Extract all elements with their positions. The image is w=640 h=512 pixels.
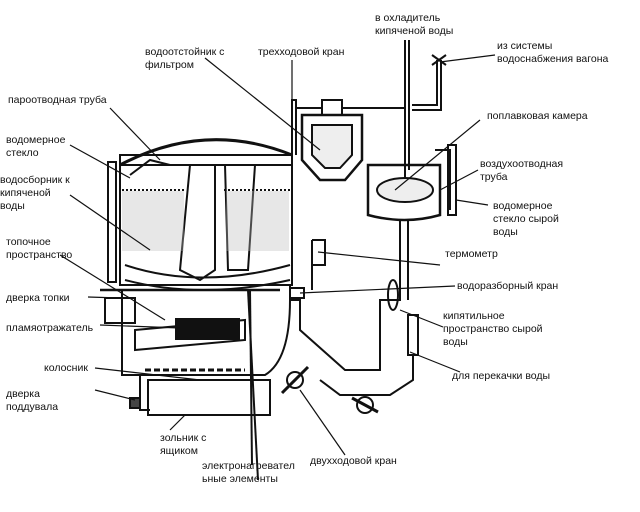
label-settler: водоотстойник с фильтром bbox=[145, 46, 225, 71]
label-air-vent-pipe: воздухоотводная труба bbox=[480, 158, 564, 183]
transfer-pipe bbox=[319, 355, 414, 396]
flame-reflector-block bbox=[175, 318, 240, 340]
label-raw-water-space: кипятильное пространство сырой воды bbox=[443, 310, 543, 348]
label-from-supply: из системы водоснабжения вагона bbox=[497, 40, 609, 65]
label-furnace-door: дверка топки bbox=[6, 292, 70, 304]
label-flame-reflector: пламяотражатель bbox=[6, 322, 94, 334]
label-grate: колосник bbox=[44, 362, 88, 374]
boiler-shell bbox=[119, 154, 293, 286]
label-float-chamber: поплавковая камера bbox=[487, 110, 588, 122]
two-way-valve-body bbox=[286, 371, 304, 389]
label-to-cooler: в охладитель кипяченой воды bbox=[375, 12, 454, 37]
label-water-transfer: для перекачки воды bbox=[452, 370, 551, 382]
water-jacket bbox=[124, 264, 291, 279]
furnace-door-panel bbox=[104, 297, 136, 324]
bottom-valve bbox=[356, 396, 374, 414]
flue-left bbox=[178, 164, 216, 282]
raw-water-pipe bbox=[290, 220, 401, 371]
label-raw-water-glass: водомерное стекло сырой воды bbox=[493, 200, 559, 238]
label-ash-door: дверка поддувала bbox=[6, 388, 59, 413]
label-water-glass: водомерное стекло bbox=[6, 134, 66, 159]
supply-valve bbox=[431, 54, 447, 66]
water-gauge-tube bbox=[107, 161, 117, 283]
label-thermometer: термометр bbox=[445, 248, 498, 260]
label-heater: электронагревател ьные элементы bbox=[202, 460, 295, 485]
raw-water-glass bbox=[447, 144, 457, 216]
label-boiled-water-tank: водосборник к кипяченой воды bbox=[0, 174, 70, 212]
label-ash-pit: зольник с ящиком bbox=[160, 432, 207, 457]
furnace-body bbox=[121, 285, 291, 376]
air-vent-pipe bbox=[435, 149, 451, 210]
settler-vessel bbox=[300, 113, 364, 182]
float-chamber bbox=[366, 163, 442, 222]
sight-glass bbox=[387, 279, 399, 311]
ash-box bbox=[147, 379, 271, 416]
supply-pipe bbox=[412, 60, 438, 106]
boiler-dome bbox=[119, 138, 293, 167]
label-drain-valve: водоразборный кран bbox=[457, 280, 559, 292]
label-three-way-valve: трехходовой кран bbox=[258, 46, 345, 58]
label-firebox: топочное пространство bbox=[6, 236, 73, 261]
flue-right bbox=[224, 164, 256, 271]
label-steam-pipe: пароотводная труба bbox=[8, 94, 107, 106]
label-two-way-valve: двухходовой кран bbox=[310, 455, 397, 467]
ash-door-handle bbox=[129, 397, 141, 409]
steam-pipe bbox=[129, 158, 171, 176]
